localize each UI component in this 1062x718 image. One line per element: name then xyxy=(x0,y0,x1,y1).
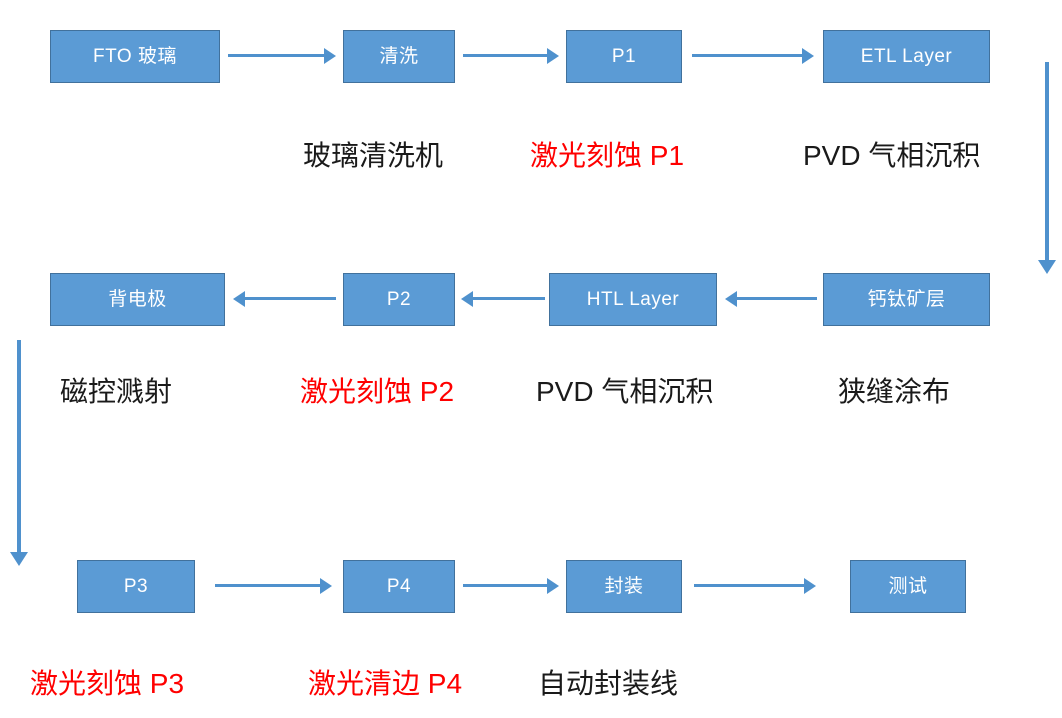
arrow-shaft xyxy=(472,297,545,300)
arrow-shaft xyxy=(244,297,336,300)
arrow-head-left-icon xyxy=(233,291,245,307)
arrow-shaft xyxy=(736,297,817,300)
arrow-shaft xyxy=(228,54,325,57)
caption-auto-packaging-line: 自动封装线 xyxy=(538,668,679,699)
arrow-shaft xyxy=(215,584,321,587)
node-etl-layer[interactable]: ETL Layer xyxy=(823,30,990,83)
arrow-left-p2-to-back-electrode xyxy=(233,291,336,307)
arrow-shaft xyxy=(694,584,805,587)
arrow-shaft xyxy=(463,54,548,57)
caption-pvd-2: PVD 气相沉积 xyxy=(536,376,714,407)
caption-pvd-1: PVD 气相沉积 xyxy=(803,140,981,171)
arrow-head-right-icon xyxy=(320,578,332,594)
caption-slot-die-coating: 狭缝涂布 xyxy=(838,376,951,407)
arrow-head-left-icon xyxy=(725,291,737,307)
arrow-right-fto-to-clean xyxy=(228,48,336,64)
node-p3[interactable]: P3 xyxy=(77,560,195,613)
arrow-head-right-icon xyxy=(802,48,814,64)
caption-glass-cleaner: 玻璃清洗机 xyxy=(303,140,444,171)
arrow-shaft xyxy=(463,584,548,587)
arrow-down-left-edge xyxy=(10,340,28,566)
node-back-electrode[interactable]: 背电极 xyxy=(50,273,225,326)
node-htl-layer[interactable]: HTL Layer xyxy=(549,273,717,326)
arrow-right-p4-to-encapsulate xyxy=(463,578,559,594)
node-fto-glass[interactable]: FTO 玻璃 xyxy=(50,30,220,83)
caption-laser-etch-p3: 激光刻蚀 P3 xyxy=(30,668,185,699)
arrow-head-down-icon xyxy=(1038,260,1056,274)
arrow-head-left-icon xyxy=(461,291,473,307)
arrow-right-encapsulate-to-test xyxy=(694,578,816,594)
arrow-right-p3-to-p4 xyxy=(215,578,332,594)
caption-laser-clean-edge-p4: 激光清边 P4 xyxy=(308,668,463,699)
arrow-shaft xyxy=(1045,62,1049,262)
arrow-left-perovskite-to-htl xyxy=(725,291,817,307)
arrow-head-right-icon xyxy=(324,48,336,64)
node-test[interactable]: 测试 xyxy=(850,560,966,613)
arrow-head-down-icon xyxy=(10,552,28,566)
arrow-head-right-icon xyxy=(547,48,559,64)
node-encapsulate[interactable]: 封装 xyxy=(566,560,682,613)
arrow-right-p1-to-etl xyxy=(692,48,814,64)
arrow-right-clean-to-p1 xyxy=(463,48,559,64)
arrow-left-htl-to-p2 xyxy=(461,291,545,307)
arrow-head-right-icon xyxy=(547,578,559,594)
node-clean[interactable]: 清洗 xyxy=(343,30,455,83)
caption-magnetron-sputter: 磁控溅射 xyxy=(60,376,173,407)
node-p1[interactable]: P1 xyxy=(566,30,682,83)
caption-laser-etch-p1: 激光刻蚀 P1 xyxy=(530,140,685,171)
arrow-head-right-icon xyxy=(804,578,816,594)
node-p2[interactable]: P2 xyxy=(343,273,455,326)
arrow-down-right-edge xyxy=(1038,62,1056,274)
node-p4[interactable]: P4 xyxy=(343,560,455,613)
arrow-shaft xyxy=(17,340,21,554)
arrow-shaft xyxy=(692,54,803,57)
caption-laser-etch-p2: 激光刻蚀 P2 xyxy=(300,376,455,407)
node-perovskite-layer[interactable]: 钙钛矿层 xyxy=(823,273,990,326)
